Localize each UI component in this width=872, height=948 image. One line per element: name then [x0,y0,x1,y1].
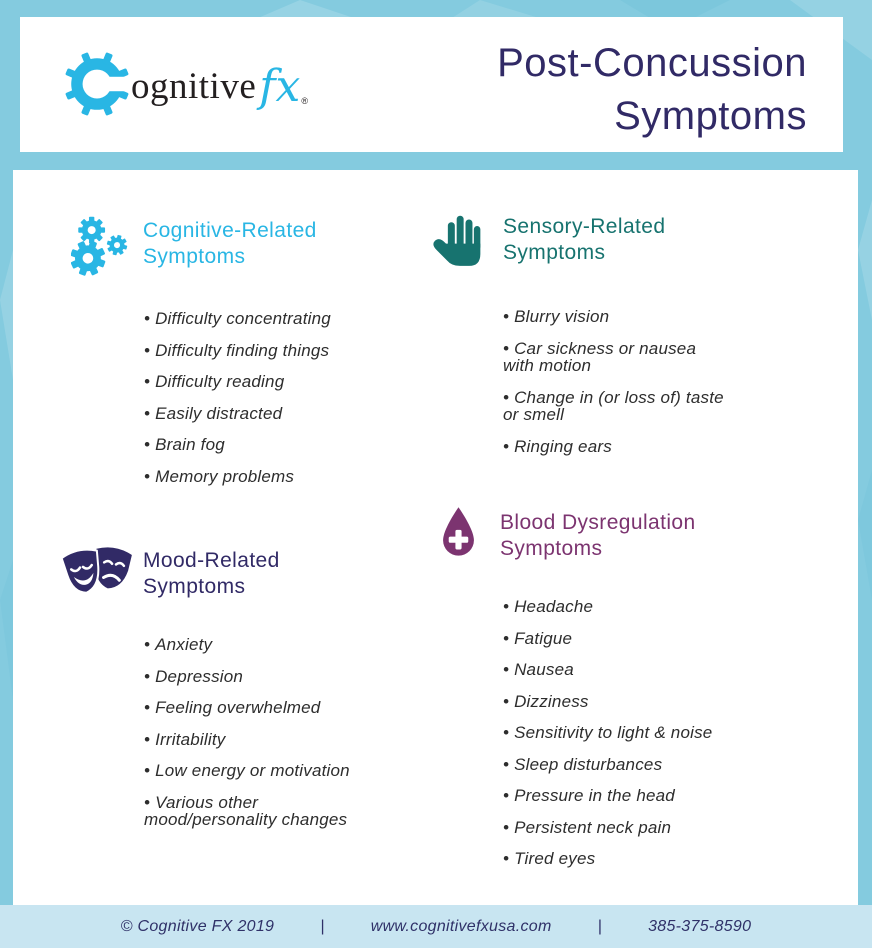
page-title-line2: Symptoms [614,94,807,138]
list-item: Headache [503,598,788,616]
hand-icon [433,210,485,273]
section-title-blood: Blood Dysregulation Symptoms [500,511,696,560]
list-item: Sensitivity to light & noise [503,724,788,742]
footer-phone: 385-375-8590 [648,917,752,935]
list-item: Persistent neck pain [503,818,788,837]
blood-drop-icon [440,506,477,565]
logo-wordmark: ognitive [131,66,257,107]
list-item: Irritability [144,730,392,749]
list-item: Difficulty concentrating [144,310,424,328]
mood-symptom-list: Anxiety Depression Feeling overwhelmed I… [144,636,392,843]
list-item: Tired eyes [503,850,788,868]
header-card: ognitive fx ® Post-Concussion Symptoms [20,17,843,152]
page-title: Post-Concussion Symptoms [497,37,807,143]
list-item: Difficulty finding things [144,341,424,360]
footer-separator: | [597,917,603,935]
list-item: Easily distracted [144,404,424,423]
footer-separator: | [320,917,325,935]
list-item: Sleep disturbances [503,755,788,774]
list-item: Pressure in the head [503,787,788,805]
list-item: Brain fog [144,436,424,454]
cognitivefx-logo: ognitive fx ® [64,51,309,122]
list-item: Depression [144,667,392,686]
list-item: Blurry vision [503,308,731,326]
section-title-mood: Mood-Related Symptoms [143,549,280,598]
list-item: Ringing ears [503,437,731,456]
list-item: Memory problems [144,467,424,486]
list-item: Car sickness or nausea with motion [503,339,731,375]
section-title-sensory: Sensory-Related Symptoms [503,215,666,264]
list-item: Anxiety [144,636,392,654]
footer-website: www.cognitivefxusa.com [370,917,552,935]
section-title-cognitive: Cognitive-Related Symptoms [143,219,317,268]
cognitivefx-gear-c-icon [64,51,130,122]
theater-masks-icon [60,542,137,605]
list-item: Various other mood/personality changes [144,793,392,829]
cognitive-symptom-list: Difficulty concentrating Difficulty find… [144,310,424,499]
gears-icon [65,216,133,283]
logo-fx: fx [259,60,301,112]
footer-copyright: © Cognitive FX 2019 [120,917,275,935]
list-item: Low energy or motivation [144,762,392,780]
sensory-symptom-list: Blurry vision Car sickness or nausea wit… [503,308,731,469]
content-card: Cognitive-Related Symptoms Difficulty co… [13,170,858,905]
page-title-line1: Post-Concussion [497,41,807,85]
list-item: Nausea [503,661,788,679]
list-item: Dizziness [503,692,788,711]
list-item: Feeling overwhelmed [144,699,392,717]
list-item: Fatigue [503,629,788,648]
blood-symptom-list: Headache Fatigue Nausea Dizziness Sensit… [503,598,788,882]
footer-bar: © Cognitive FX 2019 | www.cognitivefxusa… [0,905,872,948]
registered-trademark: ® [301,95,309,106]
list-item: Change in (or loss of) taste or smell [503,388,731,424]
list-item: Difficulty reading [144,373,424,391]
